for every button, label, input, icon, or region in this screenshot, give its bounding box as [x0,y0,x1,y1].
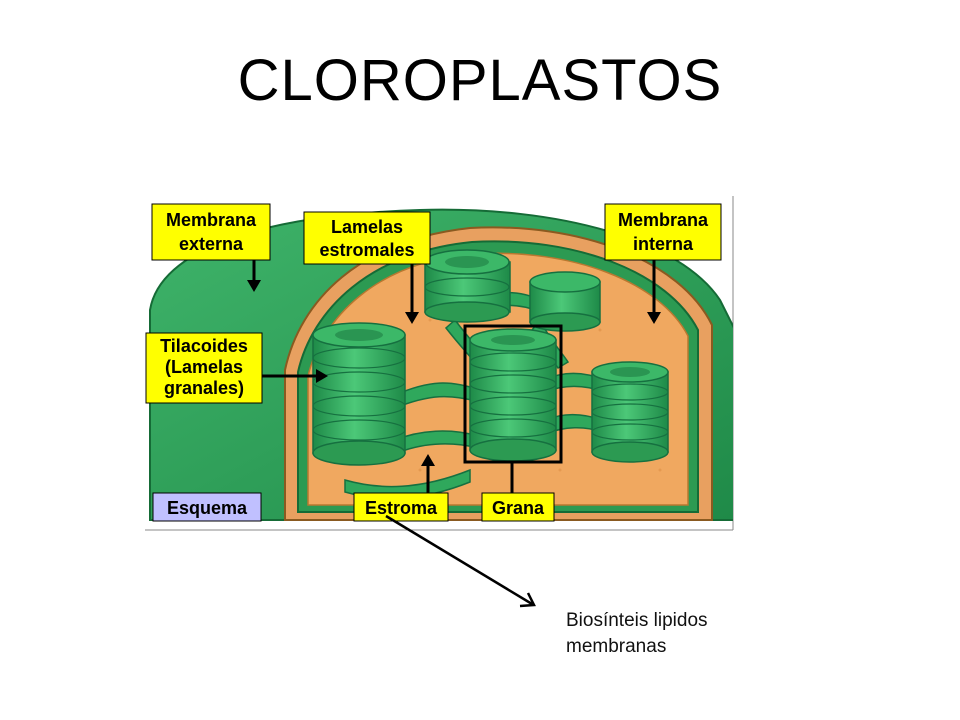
tilacoides-line2: (Lamelas [165,357,243,377]
note-pointer-arrowhead [519,592,536,608]
lamelas-estromales-line1: Lamelas [331,217,403,237]
label-tilacoides: Tilacoides (Lamelas granales) [145,332,263,404]
membrana-externa-line2: externa [179,234,244,254]
granum-right [591,361,669,463]
arrowhead-lamelas-estromales [405,312,419,324]
label-esquema: Esquema [152,492,262,522]
membrana-interna-line1: Membrana [618,210,709,230]
arrowhead-tilacoides [316,369,328,383]
note-line-2: membranas [566,636,667,657]
granum-back-right [529,271,601,332]
note-line-1: Biosínteis lipidos [566,610,708,631]
arrowhead-membrana-externa [247,280,261,292]
membrana-interna-line2: interna [633,234,694,254]
label-grana: Grana [481,492,555,522]
granum-back-left [424,249,511,323]
arrowhead-membrana-interna [647,312,661,324]
arrowhead-estroma [421,454,435,466]
label-lamelas-estromales: Lamelas estromales [303,211,431,265]
membrana-externa-line1: Membrana [166,210,257,230]
label-membrana-externa: Membrana externa [151,203,271,261]
arrows [247,260,661,493]
note-pointer-line [385,514,533,606]
grana-text: Grana [492,498,545,518]
tilacoides-line1: Tilacoides [160,336,248,356]
label-estroma: Estroma [353,492,449,522]
granum-center [469,328,557,462]
lamelas-estromales-line2: estromales [319,240,414,260]
esquema-text: Esquema [167,498,248,518]
lipid-biosynthesis-note: Biosínteis lipidos membranas [566,608,708,660]
tilacoides-line3: granales) [164,378,244,398]
estroma-text: Estroma [365,498,438,518]
label-membrana-interna: Membrana interna [604,203,722,261]
granum-left [312,322,406,466]
page-title: CLOROPLASTOS [237,48,723,113]
